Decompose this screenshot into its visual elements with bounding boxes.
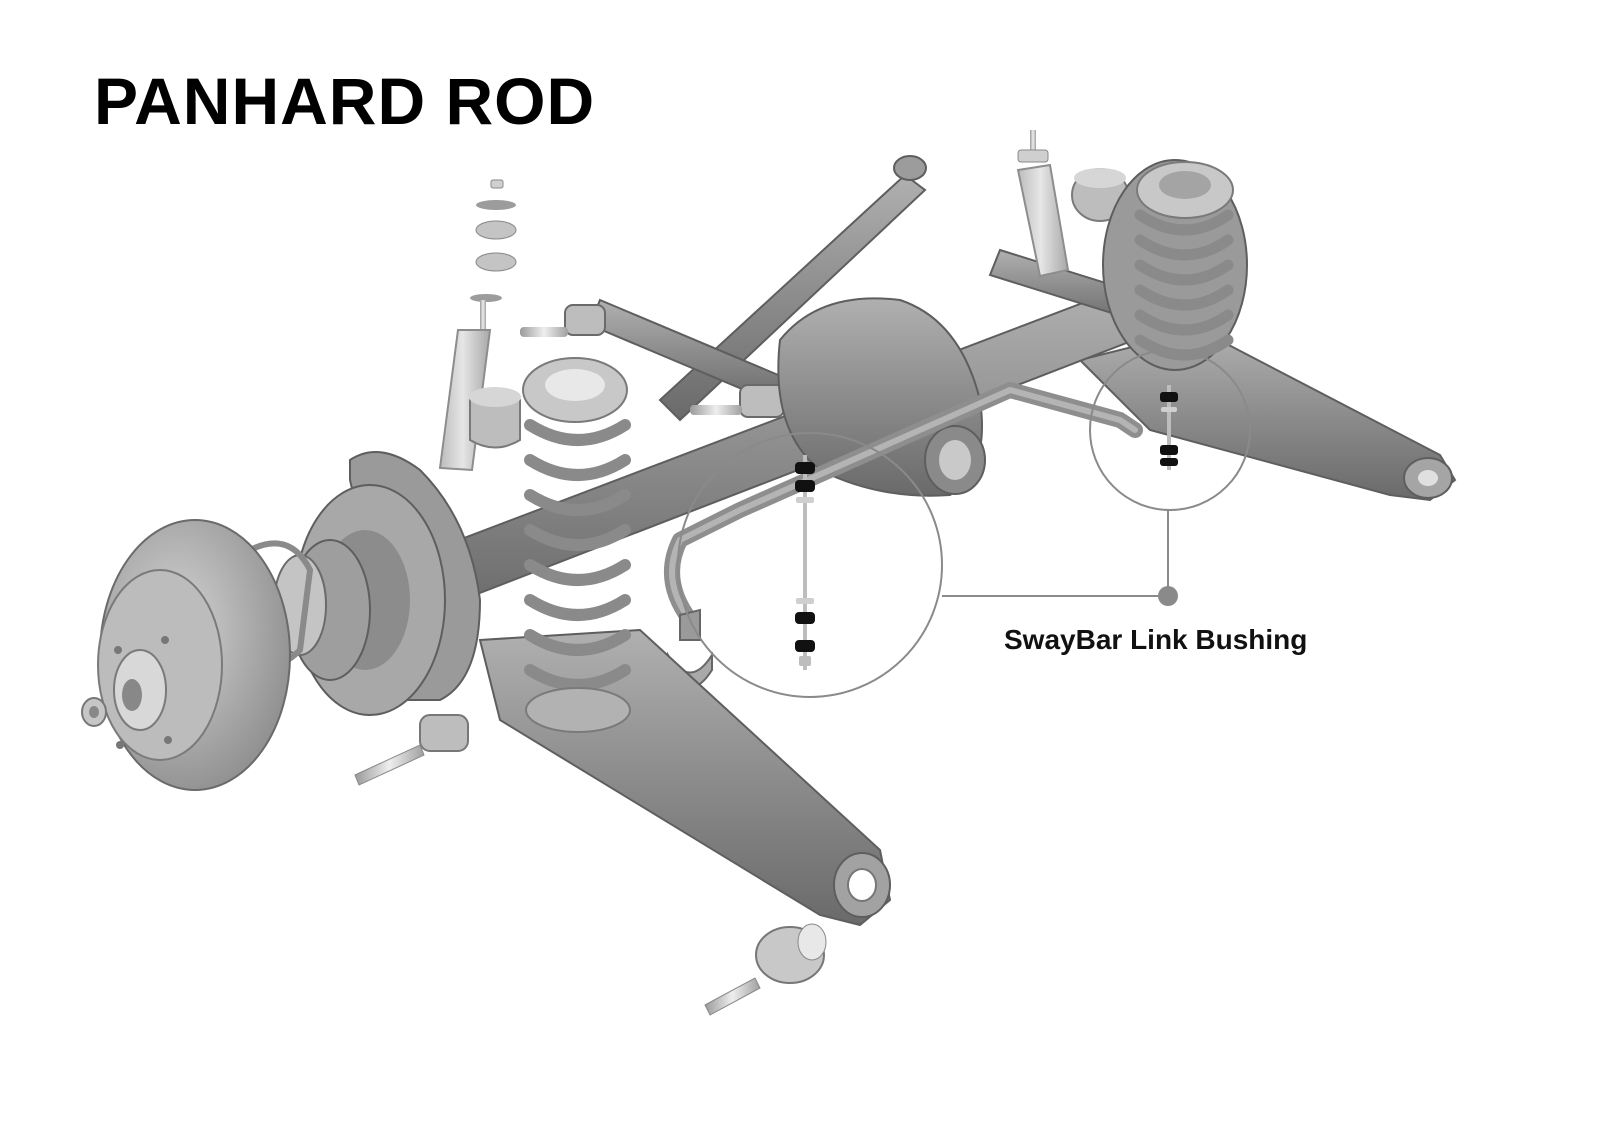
- trailing-arm-bushing-rear: [704, 923, 827, 1016]
- bump-stop-left: [469, 387, 521, 449]
- sway-bar-link-right: [1160, 385, 1178, 470]
- trailing-arm-bushing-front: [354, 714, 469, 786]
- sway-bar-link-left: [795, 455, 815, 670]
- coil-spring-right: [1134, 161, 1234, 361]
- shock-absorber-right: [1016, 130, 1070, 278]
- callout-circle-left: [677, 432, 943, 698]
- trailing-arm-right: [1078, 328, 1457, 502]
- brake-rotor: [97, 519, 291, 791]
- coil-spring-left: [522, 357, 631, 733]
- differential: [777, 297, 986, 497]
- page-title: PANHARD ROD: [94, 64, 596, 138]
- callout-label-swaybar-link-bushing: SwayBar Link Bushing: [1004, 624, 1308, 655]
- shock-absorber-left: [438, 179, 517, 472]
- callout-leader: [942, 510, 1178, 606]
- hub-nut: [81, 697, 107, 727]
- callout-circle-right: [1089, 349, 1251, 511]
